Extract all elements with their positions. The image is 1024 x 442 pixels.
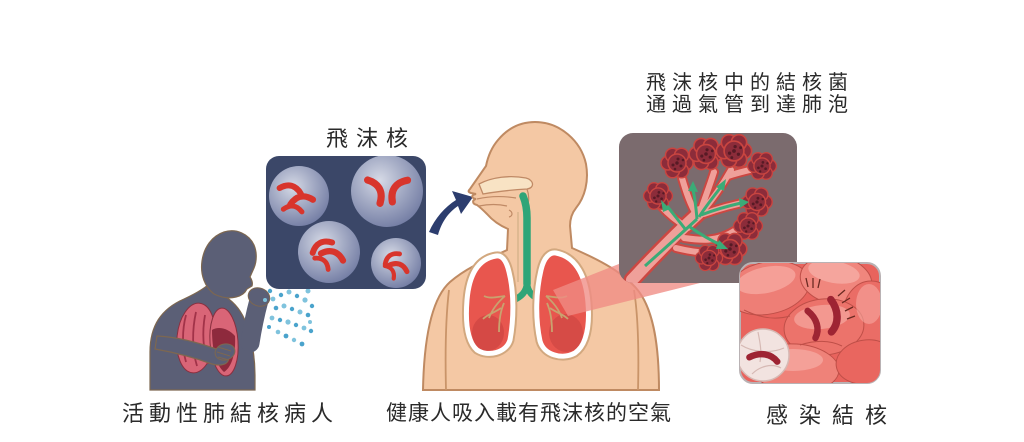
patient-head (200, 230, 257, 299)
alveoli-caption: 飛沫核中的結核菌 通過氣管到達肺泡 (646, 72, 854, 116)
alveoli-box (619, 133, 797, 283)
alveoli-cluster (694, 244, 724, 272)
droplet-nuclei-label: 飛沫核 (326, 126, 417, 151)
bronchial-tree-right (545, 295, 569, 333)
infection-box (739, 262, 881, 384)
alveoli-cluster (746, 152, 778, 180)
droplet-nuclei-box (266, 156, 426, 289)
nasal-passage (476, 176, 534, 218)
healthy-person-figure (421, 120, 661, 391)
airflow-arrows (643, 179, 749, 268)
alveoli-cluster (660, 147, 694, 179)
healthy-person-label: 健康人吸入載有飛沫核的空氣 (386, 401, 672, 425)
coughing-patient-figure (149, 230, 271, 391)
cell-seams (743, 309, 843, 347)
alveoli-cluster (715, 133, 753, 169)
cilia-marks (805, 277, 856, 320)
bronchial-tree-left (482, 295, 506, 333)
droplet-sphere (351, 156, 423, 227)
inhale-arrow-icon (429, 191, 473, 235)
patient-label: 活動性肺結核病人 (122, 401, 339, 426)
infection-label: 感染結核 (766, 403, 899, 428)
patient-arm-across-chest (154, 335, 230, 366)
lungs (461, 248, 593, 361)
